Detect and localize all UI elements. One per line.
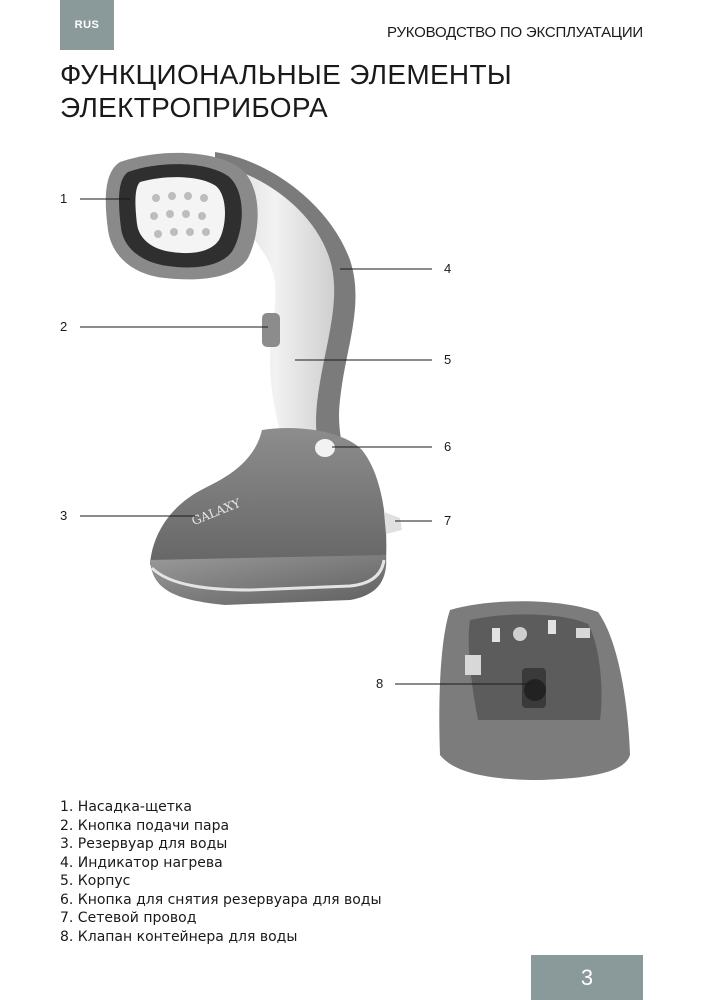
legend-item: 8. Клапан контейнера для воды [60,928,298,945]
legend-item: 1. Насадка-щетка [60,799,192,815]
language-tab: RUS [60,0,114,50]
page-number: 3 [531,955,643,1000]
page-title-line-1: ФУНКЦИОНАЛЬНЫЕ ЭЛЕМЕНТЫ [60,59,512,90]
callout-1: 1 [60,191,68,206]
legend-item: 7. Сетевой провод [60,910,197,926]
water-tank: GALAXY [150,428,387,605]
legend-item: 5. Корпус [60,873,131,889]
callout-7: 7 [444,513,452,528]
legend-item: 6. Кнопка для снятия резервуара для воды [60,891,382,908]
callout-6: 6 [444,439,452,454]
page-title: ФУНКЦИОНАЛЬНЫЕ ЭЛЕМЕНТЫ ЭЛЕКТРОПРИБОРА [60,58,512,124]
callout-5: 5 [444,352,452,367]
callout-4: 4 [444,261,452,276]
page-title-line-2: ЭЛЕКТРОПРИБОРА [60,92,328,123]
callout-lines [80,198,535,685]
power-cord [384,512,402,534]
legend-item: 2. Кнопка подачи пара [60,817,230,834]
callout-8: 8 [376,676,384,691]
legend-item: 3. Резервуар для воды [60,836,228,852]
steam-button [262,313,280,347]
tank-release-button [315,439,335,457]
callout-2: 2 [60,319,68,334]
steamer-illustration: GALAXY [80,152,630,780]
callout-3: 3 [60,508,68,523]
header-title: РУКОВОДСТВО ПО ЭКСПЛУАТАЦИИ [387,24,643,41]
tank-bottom-view [439,601,630,780]
parts-legend: 1. Насадка-щетка 2. Кнопка подачи пара 3… [60,798,382,946]
legend-item: 4. Индикатор нагрева [60,854,223,871]
brush-head [105,152,258,280]
